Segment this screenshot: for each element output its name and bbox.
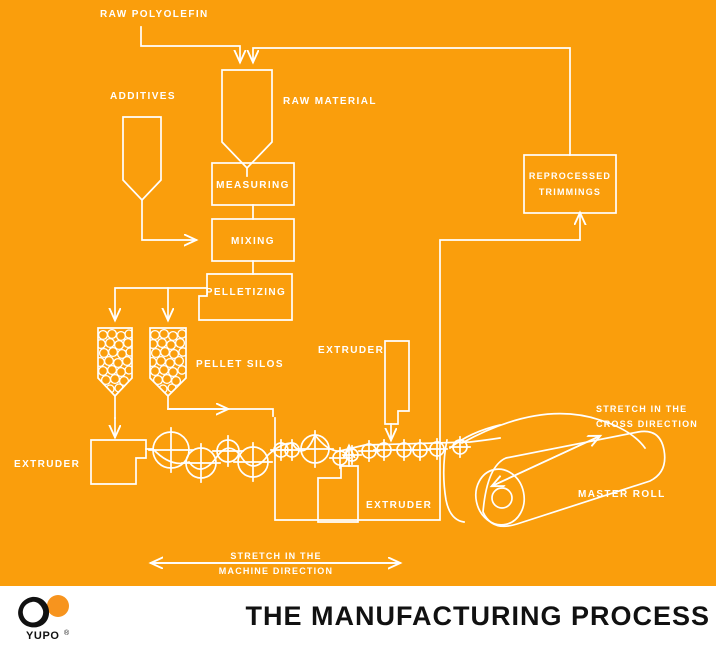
footer-bar: YUPO ® THE MANUFACTURING PROCESS — [0, 586, 716, 647]
process-flow-diagram: RAW POLYOLEFIN ADDITIVES RAW MATERIAL ME… — [0, 0, 716, 586]
label-measuring: MEASURING — [216, 180, 290, 191]
yupo-logo: YUPO ® — [18, 595, 70, 642]
web-feed-line — [167, 408, 274, 417]
label-extruder-left: EXTRUDER — [14, 459, 80, 470]
label-stretch-machine-line2: MACHINE DIRECTION — [219, 566, 333, 576]
roller-upper-2 — [212, 435, 244, 467]
label-reprocessed-trimmings-line2: TRIMMINGS — [539, 187, 601, 197]
measuring-box — [211, 162, 295, 220]
logo-wordmark: YUPO — [26, 630, 60, 642]
label-extruder-bottom: EXTRUDER — [366, 500, 432, 511]
roller-lower-2 — [233, 442, 273, 482]
logo-ring — [18, 596, 50, 628]
label-reprocessed-trimmings-line1: REPROCESSED — [529, 171, 611, 181]
pelletizing-to-silos-lines — [115, 287, 208, 320]
stretch-cross-direction-arrow — [492, 434, 600, 488]
label-stretch-machine-line1: STRETCH IN THE — [230, 551, 321, 561]
mixing-box — [211, 218, 295, 275]
extruder-top-box — [384, 340, 410, 440]
label-stretch-cross-line2: CROSS DIRECTION — [596, 419, 698, 429]
pellet-silo-left — [97, 327, 133, 419]
raw-material-hopper — [221, 69, 273, 177]
raw-polyolefin-flow-line — [140, 26, 240, 62]
label-extruder-top: EXTRUDER — [318, 345, 384, 356]
additives-hopper — [122, 116, 196, 240]
logo-orange-dot — [47, 595, 69, 617]
logo-registered-mark: ® — [64, 629, 70, 637]
label-master-roll: MASTER ROLL — [578, 489, 666, 500]
page-title: THE MANUFACTURING PROCESS — [245, 601, 710, 631]
reprocessed-trimmings-box — [523, 154, 617, 214]
extruder-left-box — [90, 439, 147, 485]
reprocessed-return-flow-line — [253, 47, 571, 156]
label-additives: ADDITIVES — [110, 91, 176, 102]
label-pellet-silos: PELLET SILOS — [196, 359, 284, 370]
label-pelletizing: PELLETIZING — [206, 287, 286, 298]
trimmings-riser-line — [274, 213, 580, 521]
roller-small-3 — [342, 445, 362, 465]
pelletizing-box — [198, 273, 293, 321]
label-mixing: MIXING — [231, 236, 275, 247]
label-raw-material: RAW MATERIAL — [283, 96, 377, 107]
label-stretch-cross-line1: STRETCH IN THE — [596, 404, 687, 414]
roller-chain-machine-direction — [145, 427, 501, 483]
label-raw-polyolefin: RAW POLYOLEFIN — [100, 9, 209, 20]
roller-small-5 — [373, 439, 395, 461]
roller-upper-1 — [148, 427, 194, 473]
master-roll — [442, 412, 666, 528]
